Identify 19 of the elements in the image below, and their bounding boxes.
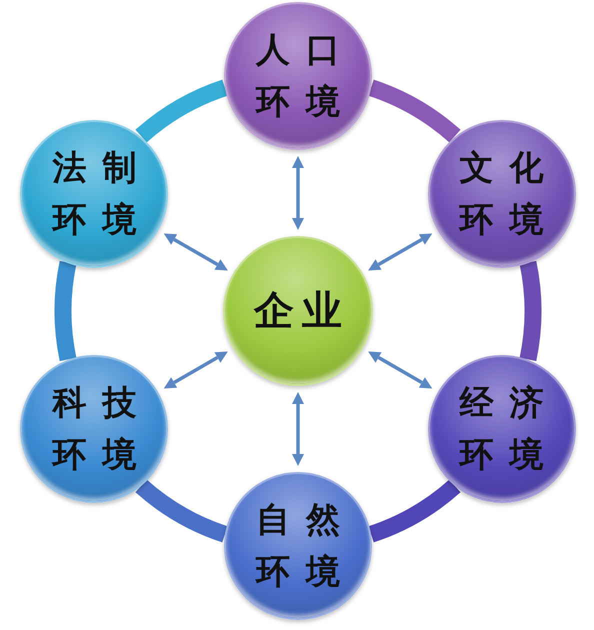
- ring-arc: [54, 261, 76, 361]
- node-text: 企业: [252, 286, 351, 336]
- node-text: 文化环境: [458, 146, 561, 242]
- ring-arc: [136, 479, 228, 542]
- ring-arc: [520, 261, 542, 361]
- node-text: 自然环境: [254, 499, 357, 594]
- node-text: 法制环境: [50, 146, 154, 242]
- double-arrow: [368, 352, 432, 388]
- double-arrow: [164, 234, 228, 270]
- double-arrow: [164, 352, 228, 388]
- node-text: 科技环境: [50, 382, 154, 476]
- ring-arc: [136, 80, 228, 143]
- double-arrow: [368, 234, 432, 270]
- node-text: 经济环境: [458, 382, 561, 476]
- ring-arc: [368, 80, 460, 143]
- double-arrow: [292, 392, 304, 466]
- ring-arc: [368, 479, 460, 542]
- double-arrow: [292, 156, 304, 230]
- node-text: 人口环境: [254, 29, 357, 124]
